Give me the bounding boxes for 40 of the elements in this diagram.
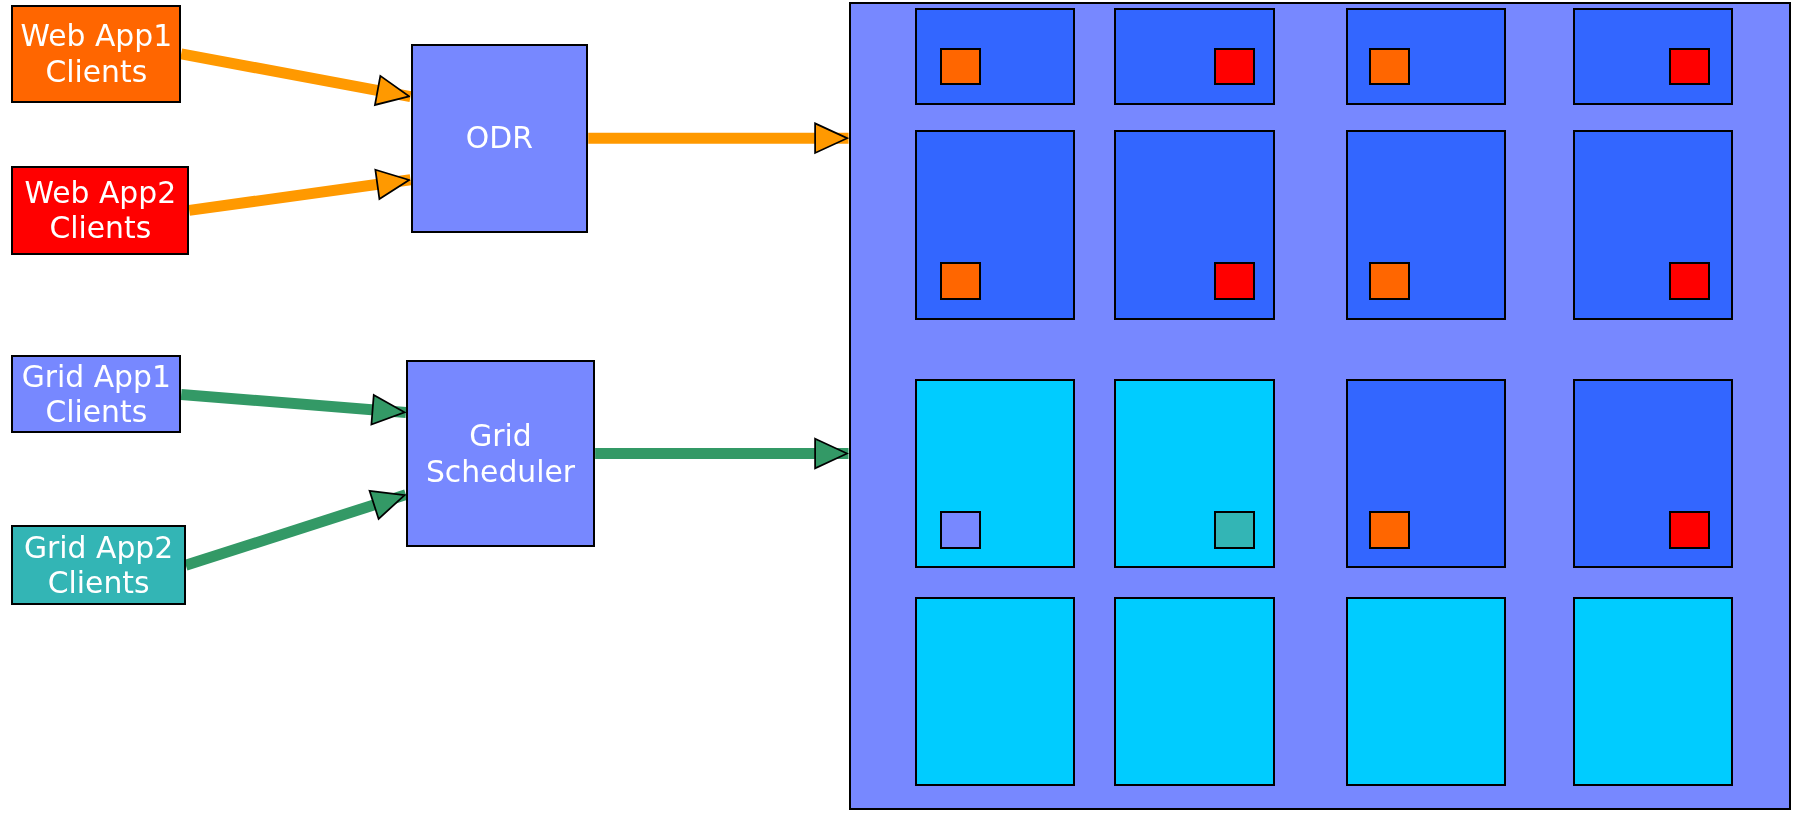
app-instance-square bbox=[1668, 510, 1711, 549]
server-node-box bbox=[914, 597, 1076, 787]
arrow bbox=[588, 122, 849, 154]
server-node-box bbox=[1114, 597, 1275, 787]
client-box: Web App1 Clients bbox=[11, 4, 182, 104]
client-box: Grid App1 Clients bbox=[11, 355, 182, 434]
app-instance-square bbox=[939, 510, 981, 549]
arrow bbox=[188, 168, 412, 216]
server-node-box bbox=[1114, 7, 1275, 106]
app-instance-square bbox=[1213, 261, 1255, 300]
server-node-box bbox=[914, 379, 1076, 569]
arrow bbox=[180, 48, 412, 106]
app-instance-square bbox=[939, 261, 981, 300]
app-instance-square bbox=[1368, 510, 1410, 549]
app-instance-square bbox=[1213, 47, 1255, 86]
server-node-box bbox=[914, 7, 1076, 106]
server-node-box bbox=[1345, 7, 1507, 106]
app-instance-square bbox=[1368, 47, 1410, 86]
client-box: Web App2 Clients bbox=[11, 166, 190, 255]
server-node-box bbox=[1572, 130, 1734, 320]
server-box: ODR bbox=[410, 43, 589, 233]
server-box: Grid Scheduler bbox=[405, 360, 596, 547]
app-instance-square bbox=[1368, 261, 1410, 300]
app-instance-square bbox=[1668, 261, 1711, 300]
server-node-box bbox=[1345, 597, 1507, 787]
server-node-box bbox=[1572, 597, 1734, 787]
app-instance-square bbox=[1213, 510, 1255, 549]
server-node-box bbox=[1345, 379, 1507, 569]
client-box: Grid App2 Clients bbox=[11, 525, 186, 606]
app-instance-square bbox=[939, 47, 981, 86]
server-node-box bbox=[1345, 130, 1507, 320]
app-instance-square bbox=[1668, 47, 1711, 86]
server-node-box bbox=[1114, 130, 1275, 320]
server-node-box bbox=[1572, 7, 1734, 106]
arrow bbox=[180, 388, 407, 426]
server-node-box bbox=[1572, 379, 1734, 569]
server-node-box bbox=[914, 130, 1076, 320]
arrow bbox=[595, 437, 849, 470]
server-node-box bbox=[1114, 379, 1275, 569]
cluster-panel bbox=[848, 2, 1792, 810]
